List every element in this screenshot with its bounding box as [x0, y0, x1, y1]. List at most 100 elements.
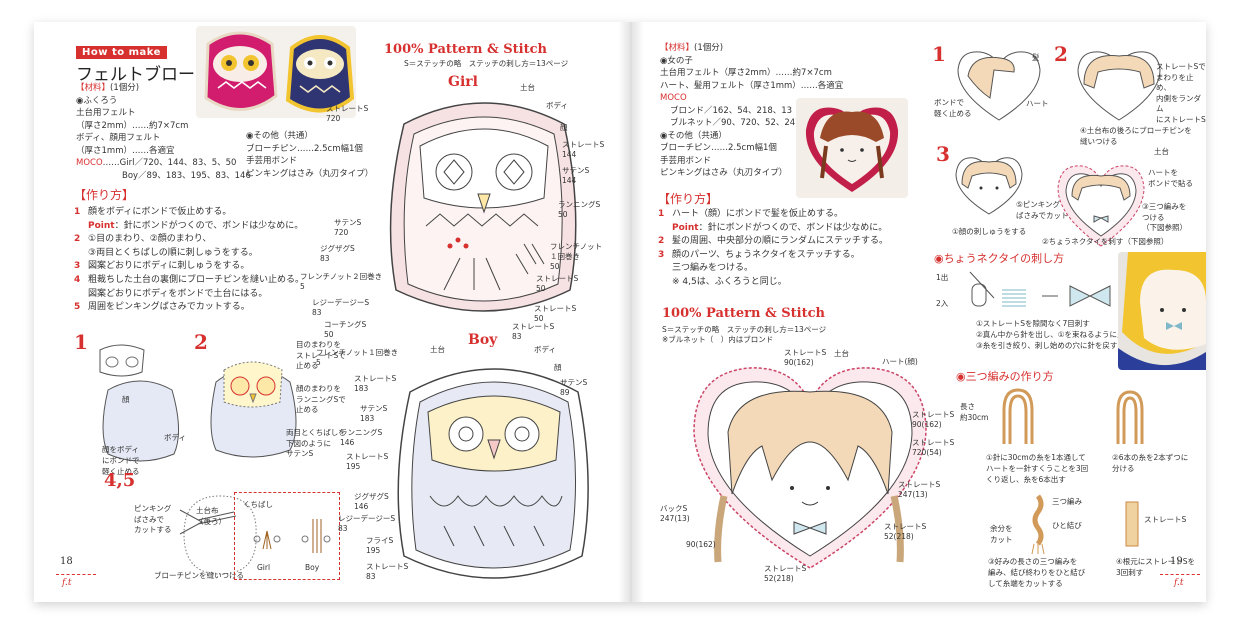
girl-satin-720: サテンS 720	[334, 218, 362, 237]
r-mat-line-1: 土台用フェルト（厚さ2mm）……約7×7cm	[660, 68, 832, 78]
fig1-body-label: ボディ	[164, 433, 186, 442]
girl-french-2: フレンチノット２回巻き 5	[300, 272, 383, 291]
girl-satin-144: サテンS 144	[562, 166, 590, 185]
r-common-head: ◉その他（共通）	[660, 130, 727, 141]
pat-straight-90: ストレートS 90(162)	[912, 410, 955, 429]
fig1-owl-body	[99, 344, 180, 462]
braid-step-2: ②6本の糸を2本ずつに分ける	[1112, 453, 1189, 473]
pat-straight-52: ストレートS 52(218)	[884, 522, 927, 541]
how-to-make-tag: How to make	[76, 46, 167, 59]
r-common-line-2: 手芸用ボンド	[660, 155, 712, 166]
beak-box: くちばし Girl Boy	[234, 492, 340, 580]
boy-owl-pattern	[397, 368, 589, 579]
fig2-note-2: 顔のまわりをランニングSで止める	[296, 384, 346, 414]
common-line-2: 手芸用ボンド	[246, 156, 298, 166]
r-common-line-3: ピンキングはさみ（丸刃タイプ）	[660, 168, 788, 178]
braid-step-1: ①針に30cmの糸を1本通してハートを一針すくうことを3回くり返し、糸を6本出す	[986, 453, 1089, 484]
beak-diagrams	[253, 519, 331, 553]
girl-french-1: フレンチノット１回巻き 5	[316, 348, 399, 367]
heart-brooch-photo	[796, 98, 908, 198]
braid-cut: 余分をカット	[990, 524, 1013, 544]
right-page: 【材料】(1個分) ◉女の子 土台用フェルト（厚さ2mm）……約7×7cm ハー…	[634, 22, 1206, 602]
r-fig1-heart	[957, 51, 1041, 121]
r-fig1-heart-label: ハート	[1026, 99, 1049, 108]
r-fig1-hair: 髪	[1032, 53, 1040, 62]
materials-head: 【材料】	[76, 83, 111, 93]
fig45-note-2: ブローチピンを縫いつける	[154, 571, 244, 580]
r-moco-line-2: ブルネット／90、720、52、247	[670, 118, 801, 128]
r-step-note: ※ 4,5は、ふくろうと同じ。	[672, 276, 787, 287]
pat-straight-247: ストレートS 247(13)	[898, 480, 941, 499]
r-fig2-note: ストレートSでまわりを止め、内側をランダムにストレートS	[1156, 62, 1206, 124]
fig1-face-label: 顔	[122, 395, 130, 404]
r-step-3b: 三つ編みをつける。	[672, 263, 754, 274]
pat-straight-52b: ストレートS 52(218)	[764, 564, 807, 583]
girl-title: Girl	[448, 74, 478, 90]
r-fig3-note-a: ④土台布の後ろにブローチピンを縫いつける	[1080, 126, 1192, 146]
r-fig2-number: 2	[1054, 42, 1068, 66]
pat-back-247: バックS 247(13)	[660, 504, 690, 523]
boy-running-146: ランニングS 146	[340, 428, 383, 447]
girl-straight-144: ストレートS 144	[562, 140, 605, 159]
girl-straight-50b: ストレートS 50	[534, 304, 577, 323]
r-fig3-note-d: ⑤ピンキングばさみでカット	[1016, 200, 1069, 220]
pattern-title-left: 100% Pattern & Stitch	[384, 42, 547, 57]
logo-right: f.t	[1174, 578, 1184, 588]
r-materials-head: 【材料】	[660, 43, 695, 53]
pattern-note-right: ※ブルネット（ ）内はブロンド	[662, 335, 774, 344]
page-number-right: 19	[1170, 556, 1183, 567]
r-fig3-note-e: ③三つ編みをつける（下図参照）	[1142, 202, 1187, 232]
r-fig1-note: ボンドで軽く止める	[934, 98, 972, 118]
mat-line-3: ボディ、顔用フェルト	[76, 133, 161, 143]
pat-90: 90(162)	[686, 540, 716, 549]
fig45-note-1: ピンキングばさみでカットする	[134, 504, 172, 534]
heart-brooch-illustration	[805, 107, 899, 192]
girl-owl-pattern	[389, 102, 577, 312]
r-fig3-note-f: ①顔の刺しゅうをする	[952, 227, 1027, 236]
folio-rule-left	[56, 574, 96, 575]
bow-head: ◉ちょうネクタイの刺し方	[934, 252, 1065, 265]
girl-lazy-83: レジーデージーS 83	[312, 298, 370, 317]
boy-straight-183: ストレートS 183	[354, 374, 397, 393]
r-materials-qty: (1個分)	[694, 43, 724, 53]
girl-face-label: 顔	[560, 123, 568, 132]
pattern-sub-left: S＝ステッチの略 ステッチの刺し方＝13ページ	[404, 59, 569, 68]
common-line-1: ブローチピン……2.5cm幅1個	[246, 143, 363, 154]
r-fig3-note-b: 土台	[1154, 147, 1169, 156]
common-materials: ◉その他（共通） ブローチピン……2.5cm幅1個 手芸用ボンド ピンキングはさ…	[246, 130, 386, 180]
boy-satin-89: サテンS 89	[560, 378, 588, 397]
r-moco-label: MOCO	[660, 93, 687, 103]
r-common-line-1: ブローチピン……2.5cm幅1個	[660, 143, 777, 153]
r-fig1-number: 1	[932, 42, 946, 66]
left-page: How to make フェルトブローチ 【材料】(1個分) ◉ふくろう 土台用…	[34, 22, 624, 602]
fig45-base-label: 土台布（後ろ）	[196, 506, 226, 526]
book-gutter	[618, 22, 644, 602]
girl-base-label: 土台	[520, 83, 535, 92]
braid-diagram-2	[1031, 494, 1139, 555]
girl-running-50: ランニングS 50	[558, 200, 601, 219]
braid-head: ◉三つ編みの作り方	[956, 370, 1054, 383]
owl-label: ◉ふくろう	[76, 95, 118, 106]
fig2-note-1: 目のまわりをストレートSで止める	[296, 340, 346, 370]
fig1-number: 1	[74, 330, 88, 354]
girl-zigzag-83: ジグザグS 83	[320, 244, 355, 263]
braid-mid-1: 三つ編み	[1052, 497, 1082, 506]
howto-head: 【作り方】	[74, 188, 135, 202]
common-head: ◉その他（共通）	[246, 131, 313, 141]
fig2-note-3: 両目とくちばしを下図のようにサテンS	[286, 428, 346, 458]
r-howto-head: 【作り方】	[658, 192, 719, 206]
r-fig3-number: 3	[936, 142, 950, 166]
moco-girl: ……Girl／720、144、83、5、50	[102, 158, 237, 168]
boy-zigzag-146: ジグザグS 146	[354, 492, 389, 511]
bow-photo	[1118, 252, 1206, 370]
r-fig3-note-g: ②ちょうネクタイを刺す（下図参照）	[1042, 237, 1169, 246]
step-4b: 図案どおりにボディをボンドで土台にはる。	[88, 288, 268, 299]
owl-brooch-illustration	[204, 31, 355, 113]
